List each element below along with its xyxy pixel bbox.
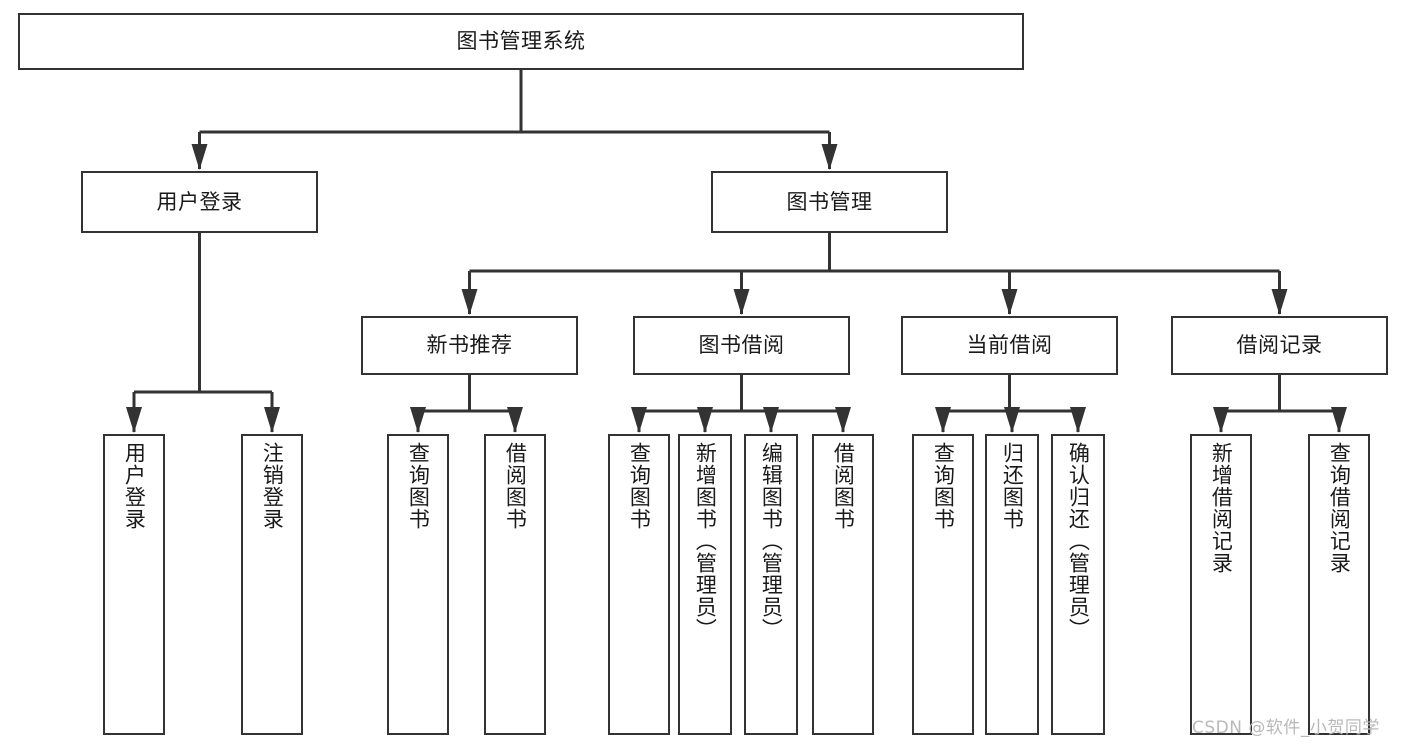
arrowhead-icon	[935, 407, 951, 433]
arrowhead-icon	[191, 144, 208, 170]
arrowhead-icon	[264, 407, 280, 433]
node-leaf-user-login[interactable]: 用户登录	[103, 434, 165, 735]
arrowhead-icon	[821, 144, 838, 170]
node-label: 用户登录	[122, 442, 147, 530]
node-label: 确认归还（管理员）	[1066, 442, 1091, 640]
node-leaf-borrow-book[interactable]: 借阅图书	[812, 434, 874, 735]
node-label: 借阅记录	[1236, 333, 1323, 358]
node-root[interactable]: 图书管理系统	[18, 13, 1024, 70]
node-user-login[interactable]: 用户登录	[81, 171, 318, 233]
node-label: 新书推荐	[426, 333, 513, 358]
node-label: 注销登录	[260, 442, 285, 530]
node-label: 归还图书	[1000, 442, 1025, 530]
node-borrow-record[interactable]: 借阅记录	[1171, 316, 1388, 375]
node-label: 查询图书	[931, 442, 956, 530]
arrowhead-icon	[1331, 407, 1347, 433]
node-leaf-add-book-admin[interactable]: 新增图书（管理员）	[678, 434, 732, 735]
node-leaf-logout[interactable]: 注销登录	[241, 434, 303, 735]
arrowhead-icon	[835, 407, 851, 433]
arrowhead-icon	[1070, 407, 1086, 433]
node-label: 查询图书	[406, 442, 431, 530]
arrowhead-icon	[733, 289, 750, 315]
node-leaf-query-book-current[interactable]: 查询图书	[912, 434, 974, 735]
node-current-borrow[interactable]: 当前借阅	[901, 316, 1118, 375]
node-label: 图书借阅	[698, 333, 785, 358]
node-label: 新增图书（管理员）	[693, 442, 718, 640]
node-label: 图书管理系统	[456, 29, 586, 54]
arrowhead-icon	[410, 407, 426, 433]
arrowhead-icon	[697, 407, 713, 433]
arrowhead-icon	[1271, 289, 1288, 315]
arrowhead-icon	[126, 407, 142, 433]
node-leaf-confirm-return-admin[interactable]: 确认归还（管理员）	[1051, 434, 1105, 735]
node-label: 借阅图书	[503, 442, 528, 530]
arrowhead-icon	[763, 407, 779, 433]
node-book-manage[interactable]: 图书管理	[711, 171, 948, 233]
node-leaf-return-book[interactable]: 归还图书	[985, 434, 1039, 735]
arrowhead-icon	[1004, 407, 1020, 433]
node-label: 当前借阅	[966, 333, 1053, 358]
arrowhead-icon	[1001, 289, 1018, 315]
node-label: 新增借阅记录	[1209, 442, 1234, 574]
node-leaf-query-book-borrow[interactable]: 查询图书	[608, 434, 670, 735]
arrowhead-icon	[631, 407, 647, 433]
node-leaf-add-borrow-record[interactable]: 新增借阅记录	[1190, 434, 1252, 735]
node-leaf-edit-book-admin[interactable]: 编辑图书（管理员）	[744, 434, 798, 735]
node-leaf-borrow-book-rec[interactable]: 借阅图书	[484, 434, 546, 735]
node-label: 查询借阅记录	[1327, 442, 1352, 574]
node-new-book-recommend[interactable]: 新书推荐	[361, 316, 578, 375]
arrowhead-icon	[461, 289, 478, 315]
arrowhead-icon	[1213, 407, 1229, 433]
node-leaf-query-borrow-record[interactable]: 查询借阅记录	[1308, 434, 1370, 735]
node-label: 编辑图书（管理员）	[759, 442, 784, 640]
arrowhead-icon	[507, 407, 523, 433]
node-leaf-query-book-rec[interactable]: 查询图书	[387, 434, 449, 735]
node-label: 用户登录	[156, 189, 243, 214]
node-label: 借阅图书	[831, 442, 856, 530]
node-label: 图书管理	[786, 189, 873, 214]
node-book-borrow[interactable]: 图书借阅	[633, 316, 850, 375]
csdn-watermark: CSDN @软件_小贺同学	[1192, 718, 1380, 738]
node-label: 查询图书	[627, 442, 652, 530]
